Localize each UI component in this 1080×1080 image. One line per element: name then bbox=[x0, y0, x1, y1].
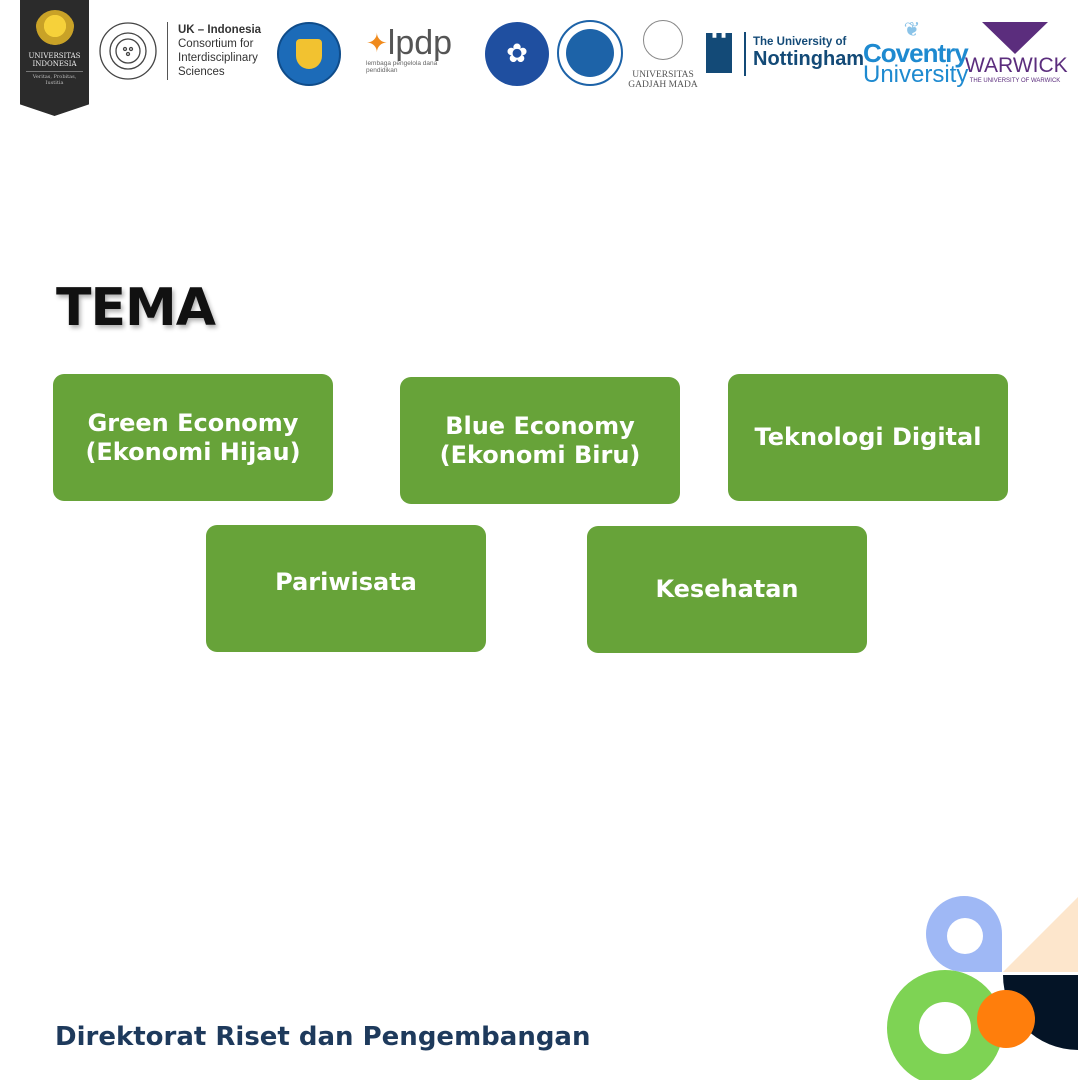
green-ring-shape bbox=[887, 970, 1003, 1080]
ui-logo-name: UNIVERSITAS INDONESIA bbox=[28, 52, 81, 68]
page-title: TEMA bbox=[56, 278, 216, 338]
consortium-line4: Sciences bbox=[178, 66, 225, 78]
orange-circle-shape bbox=[977, 990, 1035, 1048]
lpdp-tagline: lembaga pengelola dana pendidikan bbox=[366, 60, 438, 74]
tut-wuri-handayani-icon bbox=[296, 39, 322, 69]
nottingham-line1: The University of bbox=[753, 36, 847, 48]
kemdikbud-logo bbox=[277, 22, 341, 86]
coventry-phoenix-icon: ❦ bbox=[903, 19, 921, 41]
nottingham-line2: Nottingham bbox=[753, 48, 865, 70]
coventry-logo: ❦ Coventry University bbox=[863, 18, 969, 88]
coventry-line2: University bbox=[863, 61, 969, 88]
footer-directorate: Direktorat Riset dan Pengembangan bbox=[55, 1022, 591, 1052]
theme-card-teknologi-digital: Teknologi Digital bbox=[728, 374, 1008, 501]
ui-logo-motto: Veritas, Probitas, Iustitia bbox=[26, 71, 83, 86]
consortium-line3: Interdisciplinary bbox=[178, 52, 258, 64]
theme-card-kesehatan: Kesehatan bbox=[587, 526, 867, 653]
consortium-flower-icon bbox=[99, 22, 157, 80]
ugm-line2: GADJAH MADA bbox=[628, 80, 698, 90]
consortium-line1: UK – Indonesia bbox=[178, 24, 262, 36]
nottingham-logo: The University of Nottingham bbox=[753, 36, 864, 70]
warwick-name: WARWICK bbox=[965, 54, 1068, 77]
warwick-sub: THE UNIVERSITY OF WARWICK bbox=[969, 78, 1061, 84]
navy-quarter-shape bbox=[1003, 975, 1078, 1050]
logo-divider bbox=[744, 32, 746, 76]
consortium-logo: UK – Indonesia Consortium for Interdisci… bbox=[178, 23, 261, 79]
nottingham-castle-icon bbox=[706, 33, 732, 73]
ipb-logo: ✿ bbox=[485, 22, 549, 86]
warwick-w-icon bbox=[982, 22, 1048, 54]
coventry-line1: Coventry bbox=[863, 38, 969, 68]
ipb-plant-icon: ✿ bbox=[506, 39, 528, 69]
logo-divider bbox=[167, 22, 168, 80]
decorative-shapes bbox=[887, 896, 1078, 1080]
lpdp-name: lpdp bbox=[387, 24, 453, 62]
theme-card-green-economy: Green Economy (Ekonomi Hijau) bbox=[53, 374, 333, 501]
lpdp-logo: ✦ lpdp lembaga pengelola dana pendidikan bbox=[366, 26, 466, 74]
blue-shape-hole bbox=[947, 918, 983, 954]
ugm-logo: UNIVERSITAS GADJAH MADA bbox=[628, 20, 698, 90]
makara-emblem-icon bbox=[34, 10, 75, 50]
itb-logo bbox=[557, 20, 623, 86]
theme-card-pariwisata: Pariwisata bbox=[206, 525, 486, 652]
ugm-line1: UNIVERSITAS bbox=[632, 70, 694, 80]
theme-card-blue-economy: Blue Economy (Ekonomi Biru) bbox=[400, 377, 680, 504]
universitas-indonesia-logo: UNIVERSITAS INDONESIA Veritas, Probitas,… bbox=[20, 0, 89, 116]
ugm-seal-icon bbox=[643, 20, 683, 60]
lpdp-flame-icon: ✦ bbox=[366, 28, 388, 58]
warwick-logo: WARWICK THE UNIVERSITY OF WARWICK bbox=[965, 22, 1068, 84]
peach-triangle-shape bbox=[1003, 897, 1078, 972]
consortium-line2: Consortium for bbox=[178, 38, 254, 50]
